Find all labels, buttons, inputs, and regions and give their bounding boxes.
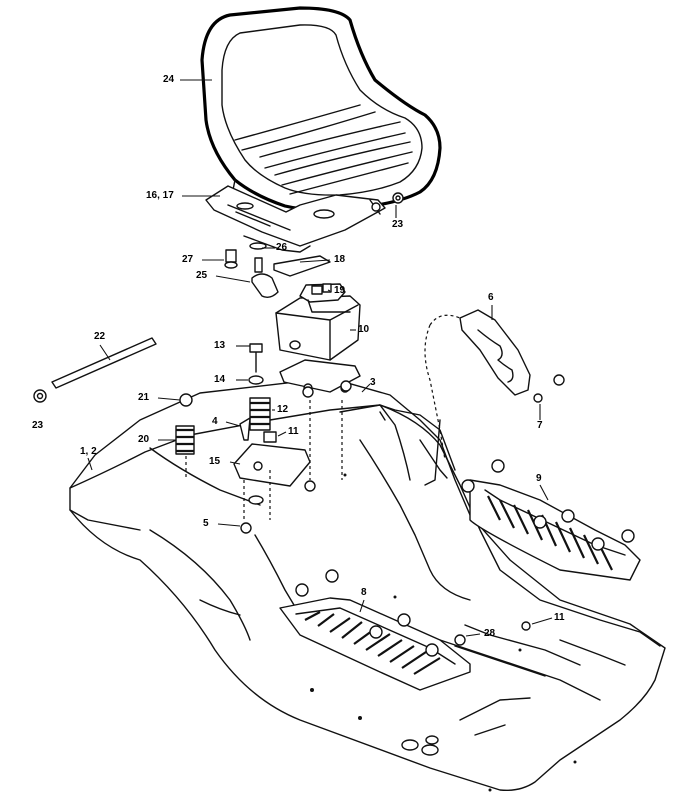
callout-8: 8 xyxy=(361,587,367,598)
callout-20: 20 xyxy=(138,434,150,445)
callout-15: 15 xyxy=(209,456,221,467)
callout-23-top: 23 xyxy=(392,219,404,230)
callout-1-2: 1, 2 xyxy=(80,446,97,457)
callout-18: 18 xyxy=(334,254,346,265)
callout-7: 7 xyxy=(537,420,543,431)
callout-23-left: 23 xyxy=(32,420,44,431)
callout-10: 10 xyxy=(358,324,370,335)
pivot-rod xyxy=(33,337,157,403)
seat xyxy=(200,6,442,219)
callout-3: 3 xyxy=(370,377,376,388)
callout-14: 14 xyxy=(214,374,226,385)
callout-9: 9 xyxy=(536,473,542,484)
callout-19: 19 xyxy=(334,285,346,296)
callout-22: 22 xyxy=(94,331,106,342)
right-footrest xyxy=(461,459,641,581)
callout-16-17: 16, 17 xyxy=(146,190,174,201)
callout-11-upper: 11 xyxy=(288,426,299,437)
callout-11-lower: 11 xyxy=(554,612,565,623)
lift-bracket xyxy=(424,309,565,486)
callout-4: 4 xyxy=(212,416,218,427)
switch-housing xyxy=(275,283,361,361)
left-footrest xyxy=(279,569,531,691)
callout-25: 25 xyxy=(196,270,208,281)
fender-deck xyxy=(69,377,666,792)
callout-5: 5 xyxy=(203,518,209,529)
callout-24: 24 xyxy=(163,74,175,85)
callout-12: 12 xyxy=(277,404,289,415)
callout-13: 13 xyxy=(214,340,226,351)
callout-26: 26 xyxy=(276,242,288,253)
springs-and-hardware xyxy=(175,343,352,534)
callout-21: 21 xyxy=(138,392,150,403)
callout-28: 28 xyxy=(484,628,496,639)
seat-mount-plate xyxy=(205,185,386,253)
leader-lines xyxy=(87,79,553,637)
mid-bracket xyxy=(339,404,456,471)
callout-27: 27 xyxy=(182,254,194,265)
callout-6: 6 xyxy=(488,292,494,303)
